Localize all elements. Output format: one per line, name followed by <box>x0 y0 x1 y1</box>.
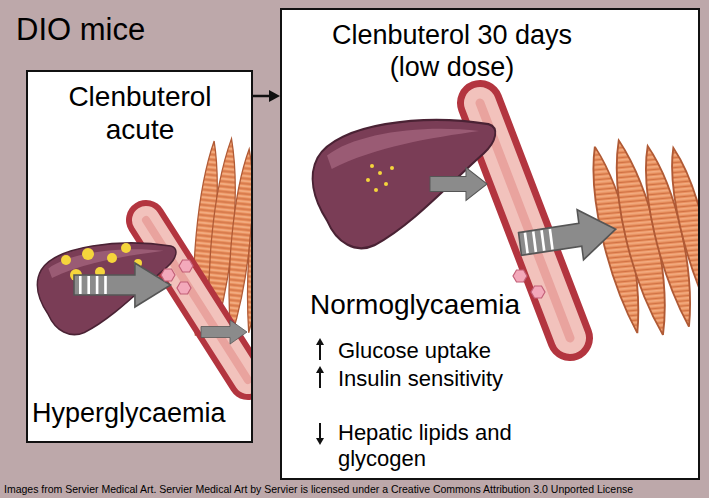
panel-text: Glucose uptake <box>338 338 491 364</box>
panel-text: Insulin sensitivity <box>338 366 503 392</box>
panel-text: Hyperglycaemia <box>32 398 226 430</box>
panel-box: Clenbuterol 30 days (low dose) Normoglyca… <box>280 8 700 480</box>
diagram-title: DIO mice <box>16 12 145 49</box>
panel-heading: Clenbuterol 30 days (low dose) <box>307 20 597 84</box>
panel-box: Clenbuterol acuteHyperglycaemia <box>26 70 253 443</box>
panel-heading: Clenbuterol acute <box>50 80 230 146</box>
panel-text: Hepatic lipids and glycogen <box>338 420 583 472</box>
credit-note: Images from Servier Medical Art. Servier… <box>4 483 633 495</box>
flow-arrow <box>253 90 280 102</box>
panel-text: Normoglycaemia <box>310 288 520 321</box>
